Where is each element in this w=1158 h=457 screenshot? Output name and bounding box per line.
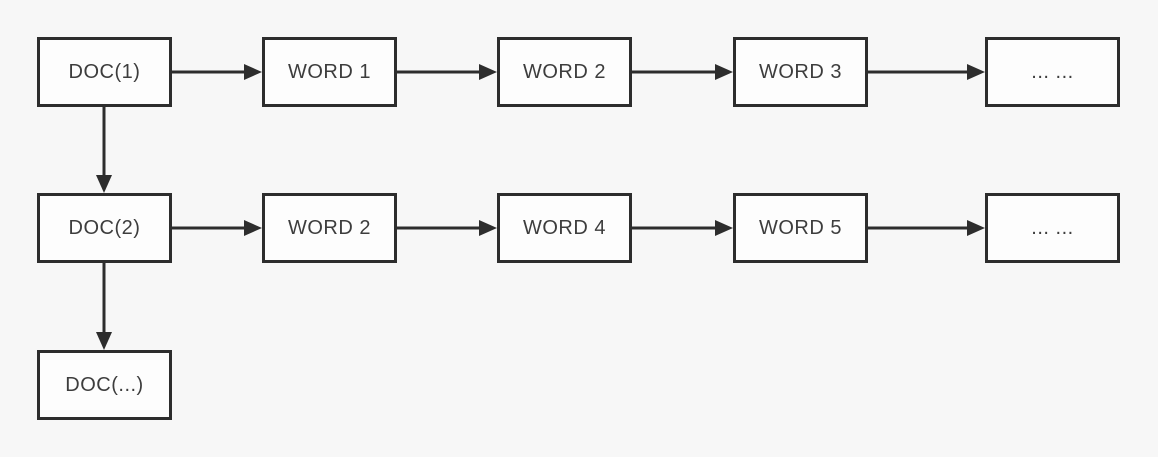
node-word-2: WORD 2	[497, 37, 632, 107]
node-label: WORD 3	[759, 60, 842, 83]
node-label: ... ...	[1031, 216, 1074, 239]
node-label: DOC(2)	[68, 216, 141, 239]
arrow-word4-to-word5	[632, 220, 733, 236]
node-label: WORD 5	[759, 216, 842, 239]
arrow-doc2-to-word2	[172, 220, 262, 236]
node-label: WORD 1	[288, 60, 371, 83]
node-word-3: WORD 3	[733, 37, 868, 107]
arrow-word5-to-ellipsis	[868, 220, 985, 236]
node-ellipsis-row1: ... ...	[985, 37, 1120, 107]
node-word-5: WORD 5	[733, 193, 868, 263]
arrow-word1-to-word2	[397, 64, 497, 80]
node-label: DOC(1)	[68, 60, 141, 83]
node-word-1: WORD 1	[262, 37, 397, 107]
node-doc-2: DOC(2)	[37, 193, 172, 263]
arrow-doc1-to-word1	[172, 64, 262, 80]
node-label: WORD 2	[288, 216, 371, 239]
node-doc-more: DOC(...)	[37, 350, 172, 420]
node-word-2b: WORD 2	[262, 193, 397, 263]
node-label: WORD 2	[523, 60, 606, 83]
arrow-doc2-to-docmore	[96, 263, 112, 350]
node-doc-1: DOC(1)	[37, 37, 172, 107]
node-ellipsis-row2: ... ...	[985, 193, 1120, 263]
arrow-word2-to-word4	[397, 220, 497, 236]
arrow-doc1-to-doc2	[96, 107, 112, 193]
node-label: WORD 4	[523, 216, 606, 239]
node-word-4: WORD 4	[497, 193, 632, 263]
node-label: ... ...	[1031, 60, 1074, 83]
arrow-word2-to-word3	[632, 64, 733, 80]
node-label: DOC(...)	[65, 373, 144, 396]
arrow-word3-to-ellipsis	[868, 64, 985, 80]
